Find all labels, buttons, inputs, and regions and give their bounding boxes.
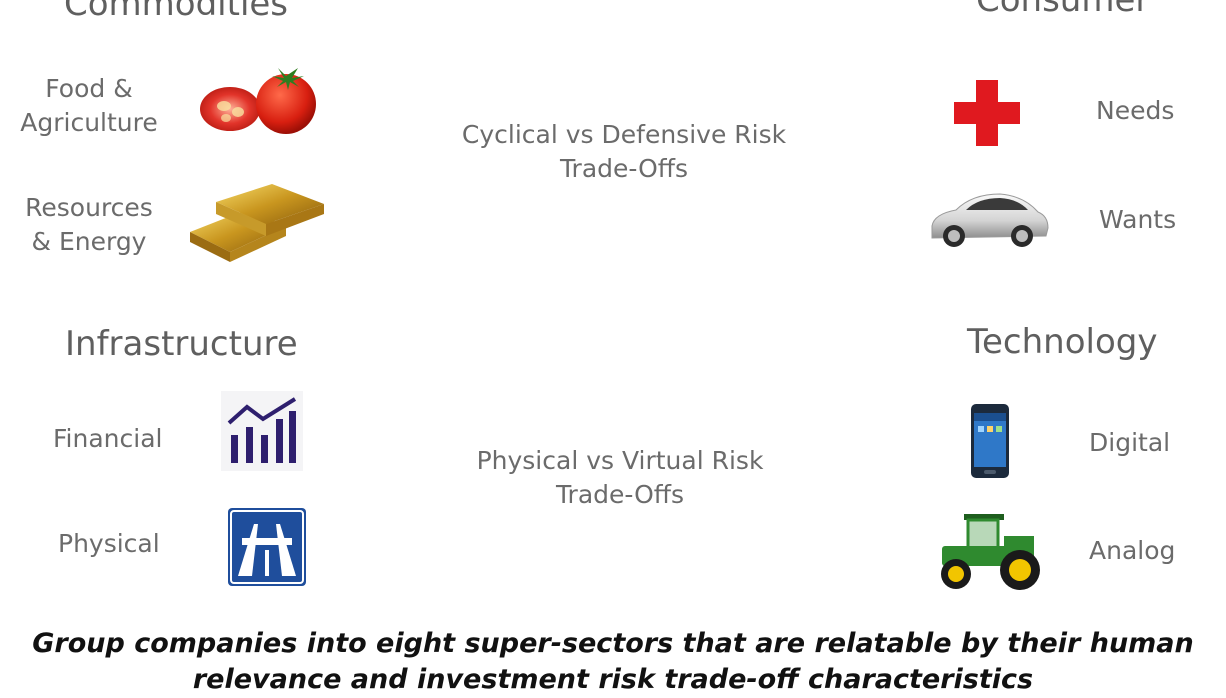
summary-caption: Group companies into eight super-sectors…	[0, 626, 1226, 698]
food-agriculture-label: Food & Agriculture	[14, 72, 164, 140]
physical-virtual-line1: Physical vs Virtual Risk	[476, 446, 764, 475]
summary-caption-line2: relevance and investment risk trade-off …	[192, 664, 1034, 695]
physical-virtual-line2: Trade-Offs	[555, 480, 685, 509]
wants-label: Wants	[1099, 205, 1177, 234]
resources-energy-label: Resources & Energy	[14, 191, 164, 259]
analog-label: Analog	[1089, 536, 1176, 565]
resources-energy-label-line2: & Energy	[31, 227, 147, 256]
consumer-title: Consumer	[976, 0, 1150, 20]
tomato-icon	[196, 64, 320, 136]
physical-virtual-tradeoff: Physical vs Virtual Risk Trade-Offs	[420, 444, 820, 512]
tractor-icon	[934, 504, 1046, 592]
red-cross-icon	[954, 80, 1020, 146]
cyclical-defensive-line2: Trade-Offs	[559, 154, 689, 183]
summary-caption-line1: Group companies into eight super-sectors…	[32, 628, 1194, 659]
technology-title: Technology	[967, 322, 1158, 362]
bar-chart-icon	[221, 391, 303, 471]
financial-label: Financial	[53, 424, 163, 453]
needs-label: Needs	[1096, 96, 1175, 125]
resources-energy-label-line1: Resources	[25, 193, 153, 222]
cyclical-defensive-line1: Cyclical vs Defensive Risk	[461, 120, 787, 149]
car-icon	[926, 186, 1052, 252]
digital-label: Digital	[1089, 428, 1171, 457]
commodities-title: Commodities	[64, 0, 289, 24]
gold-bars-icon	[186, 180, 326, 264]
motorway-icon	[228, 508, 306, 586]
smartphone-icon	[970, 404, 1010, 478]
cyclical-defensive-tradeoff: Cyclical vs Defensive Risk Trade-Offs	[424, 118, 824, 186]
physical-label: Physical	[58, 529, 160, 558]
food-agriculture-label-line2: Agriculture	[20, 108, 158, 137]
infrastructure-title: Infrastructure	[65, 324, 298, 364]
food-agriculture-label-line1: Food &	[45, 74, 133, 103]
